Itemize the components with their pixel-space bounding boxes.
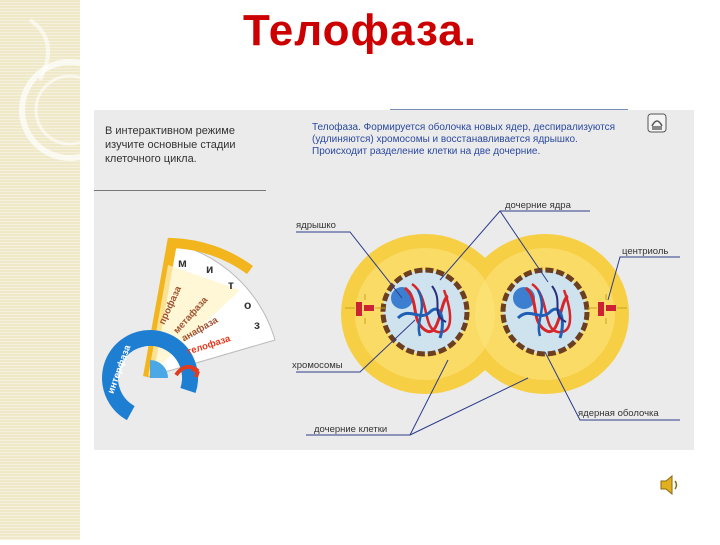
leader-lines	[296, 210, 680, 436]
top-divider	[390, 109, 628, 110]
phase-description: Телофаза. Формируется оболочка новых яде…	[312, 122, 616, 157]
daughter-nucleus-left	[380, 267, 470, 357]
speaker-icon[interactable]	[657, 472, 683, 498]
label-daughter-nuclei: дочерние ядра	[505, 200, 571, 211]
centriole-right	[588, 294, 627, 324]
centriole-left	[345, 294, 385, 324]
slide-title: Телофаза.	[243, 6, 477, 55]
intro-divider	[94, 190, 266, 191]
label-daughter-cells: дочерние клетки	[314, 424, 388, 435]
wheel-letter-m: м	[178, 256, 187, 270]
wheel-letter-z: з	[254, 318, 260, 332]
label-centriole: центриоль	[622, 246, 669, 257]
label-chromosomes: хромосомы	[292, 360, 343, 371]
label-nucleolus: ядрышко	[296, 220, 336, 231]
wheel-letter-i: и	[206, 262, 214, 276]
intro-text: В интерактивном режиме изучите основные …	[105, 125, 236, 165]
cell-cycle-wheel	[102, 237, 276, 426]
document-icon[interactable]	[646, 112, 668, 134]
label-nuclear-envelope: ядерная оболочка	[578, 408, 659, 419]
decorative-side-strip	[0, 0, 121, 540]
wheel-letter-o: о	[244, 298, 252, 312]
daughter-nucleus-right	[500, 267, 590, 357]
wheel-letter-t: т	[228, 278, 234, 292]
